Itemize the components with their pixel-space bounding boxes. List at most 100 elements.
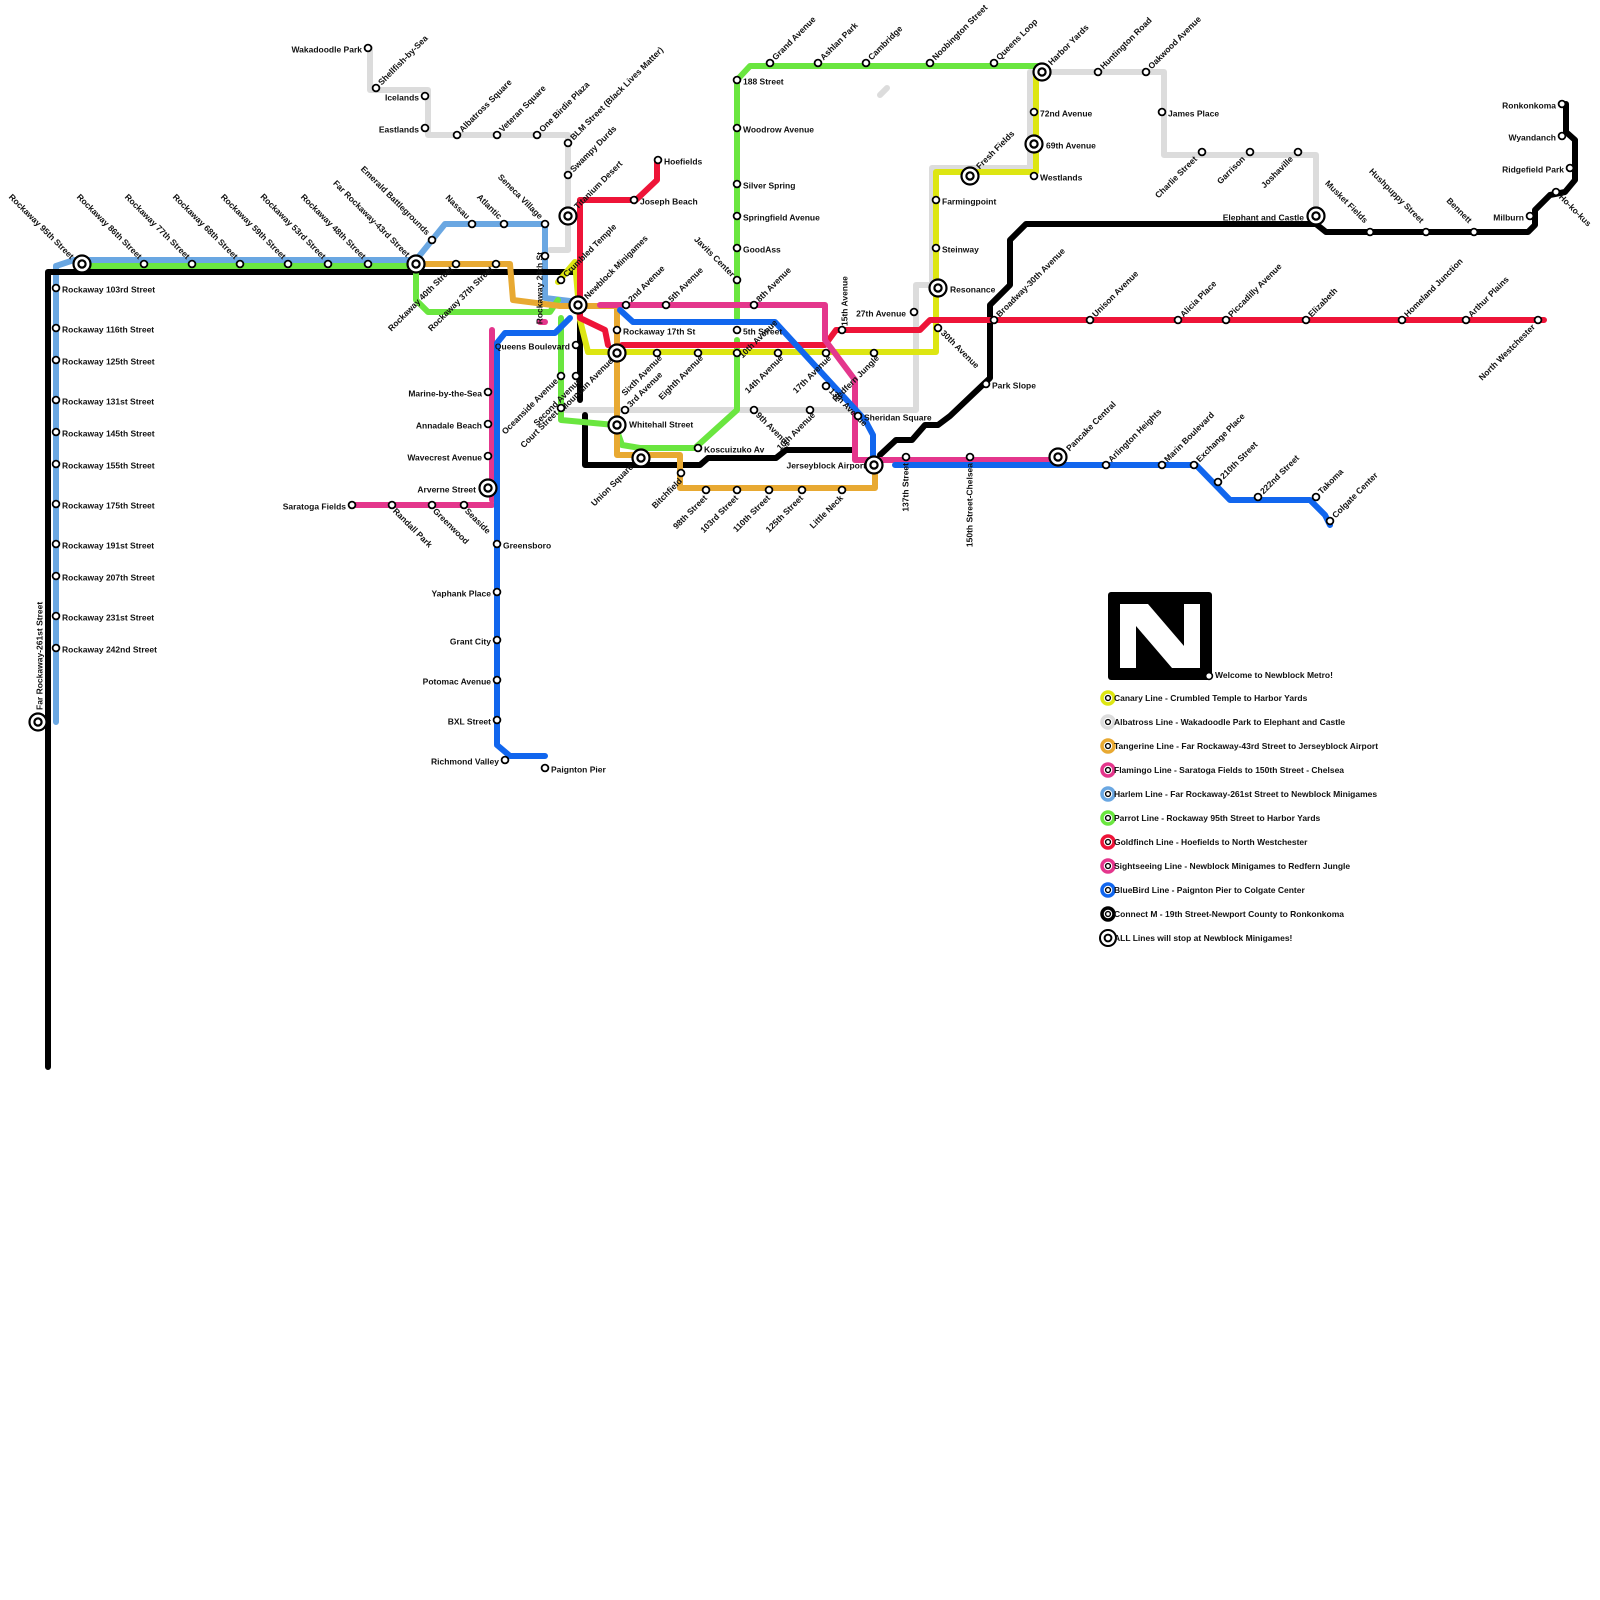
- station-marker-colgate-center[interactable]: [1327, 518, 1334, 525]
- station-marker-rockaway-17th-st[interactable]: [614, 327, 621, 334]
- station-marker-98th-street[interactable]: [703, 487, 710, 494]
- station-marker-oakwood-avenue[interactable]: [1143, 69, 1150, 76]
- station-marker-springfield-avenue[interactable]: [734, 213, 741, 220]
- station-marker-rockaway-103rd-street[interactable]: [53, 285, 60, 292]
- station-marker-10th-avenue[interactable]: [734, 350, 741, 357]
- station-marker-rockaway-242nd-street[interactable]: [53, 645, 60, 652]
- station-marker-137th-street[interactable]: [903, 454, 910, 461]
- station-marker-goodass[interactable]: [734, 245, 741, 252]
- station-marker-annadale-beach[interactable]: [485, 421, 492, 428]
- station-marker-alicia-place[interactable]: [1175, 317, 1182, 324]
- station-marker-30th-avenue[interactable]: [935, 325, 942, 332]
- station-marker-rockaway-155th-street[interactable]: [53, 461, 60, 468]
- station-marker-potomac-avenue[interactable]: [494, 677, 501, 684]
- station-marker-17th-avenue[interactable]: [823, 350, 830, 357]
- station-marker-queens-loop[interactable]: [991, 60, 998, 67]
- station-marker-hoefields[interactable]: [655, 157, 662, 164]
- station-marker-park-slope[interactable]: [983, 381, 990, 388]
- station-marker-homeland-junction[interactable]: [1399, 317, 1406, 324]
- station-marker-farmingpoint[interactable]: [933, 197, 940, 204]
- station-marker-bitchfield[interactable]: [678, 470, 685, 477]
- station-marker-wavecrest-avenue[interactable]: [485, 453, 492, 460]
- station-marker-rockaway-131st-street[interactable]: [53, 397, 60, 404]
- station-marker-rockaway-116th-street[interactable]: [53, 325, 60, 332]
- station-marker-redfern-jungle[interactable]: [871, 350, 878, 357]
- station-marker-unison-avenue[interactable]: [1087, 317, 1094, 324]
- station-marker-ridgefield-park[interactable]: [1567, 165, 1574, 172]
- station-marker-arlington-heights[interactable]: [1103, 462, 1110, 469]
- station-marker-shellfish-by-sea[interactable]: [373, 85, 380, 92]
- station-marker-wakadoodle-park[interactable]: [365, 45, 372, 52]
- station-marker-yaphank-place[interactable]: [494, 589, 501, 596]
- station-marker-rockaway-125th-street[interactable]: [53, 357, 60, 364]
- station-marker-silver-spring[interactable]: [734, 181, 741, 188]
- station-marker-queens-boulevard[interactable]: [573, 342, 580, 349]
- station-marker-rockaway-37th-street[interactable]: [493, 261, 500, 268]
- station-marker-oceanside-avenue[interactable]: [558, 373, 565, 380]
- station-marker-wyandanch[interactable]: [1559, 133, 1566, 140]
- station-marker-saratoga-fields[interactable]: [349, 502, 356, 509]
- station-marker-koscuizuko-av[interactable]: [695, 445, 702, 452]
- station-marker-188-street[interactable]: [734, 77, 741, 84]
- station-marker-joshaville[interactable]: [1295, 149, 1302, 156]
- station-marker-sheridan-square[interactable]: [855, 413, 862, 420]
- station-marker-takoma[interactable]: [1313, 494, 1320, 501]
- station-marker-broadway-30th-avenue[interactable]: [991, 317, 998, 324]
- station-marker-ho-ko-kus[interactable]: [1553, 189, 1560, 196]
- station-marker-albatross-square[interactable]: [454, 132, 461, 139]
- station-marker-rockaway-59th-street[interactable]: [285, 261, 292, 268]
- station-marker-rockaway-40th-street[interactable]: [453, 261, 460, 268]
- station-marker-8th-avenue[interactable]: [751, 302, 758, 309]
- station-marker-seneca-village[interactable]: [542, 221, 549, 228]
- station-marker-one-birdie-plaza[interactable]: [534, 132, 541, 139]
- station-marker-woodrow-avenue[interactable]: [734, 125, 741, 132]
- station-marker-222nd-street[interactable]: [1255, 494, 1262, 501]
- station-marker-court-street[interactable]: [558, 405, 565, 412]
- station-marker-joseph-beach[interactable]: [631, 197, 638, 204]
- station-marker-paignton-pier[interactable]: [542, 765, 549, 772]
- station-marker-15th-avenue[interactable]: [839, 327, 846, 334]
- station-marker-richmond-valley[interactable]: [502, 757, 509, 764]
- station-marker-huntington-road[interactable]: [1095, 69, 1102, 76]
- station-marker-ashlan-park[interactable]: [815, 60, 822, 67]
- station-marker-piccadilly-avenue[interactable]: [1223, 317, 1230, 324]
- station-marker-eastlands[interactable]: [422, 125, 429, 132]
- station-marker-steinway[interactable]: [933, 245, 940, 252]
- station-marker-exchange-place[interactable]: [1191, 462, 1198, 469]
- station-marker-icelands[interactable]: [422, 93, 429, 100]
- station-marker-cambridge[interactable]: [863, 60, 870, 67]
- station-marker-bennett[interactable]: [1471, 229, 1478, 236]
- station-marker-ronkonkoma[interactable]: [1559, 101, 1566, 108]
- station-marker-5th-avenue[interactable]: [663, 302, 670, 309]
- station-marker-rockaway-175th-street[interactable]: [53, 501, 60, 508]
- station-marker-charlie-street[interactable]: [1199, 149, 1206, 156]
- station-marker-crumbled-temple[interactable]: [558, 277, 565, 284]
- station-marker-grant-city[interactable]: [494, 637, 501, 644]
- station-marker-grand-avenue[interactable]: [767, 60, 774, 67]
- station-marker-noobington-street[interactable]: [927, 60, 934, 67]
- station-marker-sixth-avenue[interactable]: [654, 350, 661, 357]
- station-marker-second-avenue[interactable]: [573, 373, 580, 380]
- station-marker-arthur-plains[interactable]: [1463, 317, 1470, 324]
- station-marker-rockaway-48th-street[interactable]: [365, 261, 372, 268]
- station-marker-musket-fields[interactable]: [1367, 229, 1374, 236]
- station-marker-seaside[interactable]: [461, 502, 468, 509]
- station-marker-27th-avenue[interactable]: [911, 309, 918, 316]
- station-marker-125th-street[interactable]: [799, 487, 806, 494]
- station-marker-eighth-avenue[interactable]: [695, 350, 702, 357]
- station-marker-2nd-avenue[interactable]: [623, 302, 630, 309]
- station-marker-elizabeth[interactable]: [1303, 317, 1310, 324]
- station-marker-atlantic[interactable]: [501, 221, 508, 228]
- station-marker-rockaway-29th-st[interactable]: [542, 253, 549, 260]
- station-marker-rockaway-231st-street[interactable]: [53, 613, 60, 620]
- station-marker-5th-street[interactable]: [734, 327, 741, 334]
- station-marker-103rd-street[interactable]: [734, 487, 741, 494]
- station-marker-13th-avenue[interactable]: [823, 383, 830, 390]
- station-marker-garrison[interactable]: [1247, 149, 1254, 156]
- station-marker-randall-park[interactable]: [389, 502, 396, 509]
- station-marker-10th-avenue[interactable]: [807, 407, 814, 414]
- station-marker-72nd-avenue[interactable]: [1031, 109, 1038, 116]
- station-marker-hushpuppy-street[interactable]: [1423, 229, 1430, 236]
- station-marker-nassau[interactable]: [469, 221, 476, 228]
- station-marker-rockaway-86th-street[interactable]: [141, 261, 148, 268]
